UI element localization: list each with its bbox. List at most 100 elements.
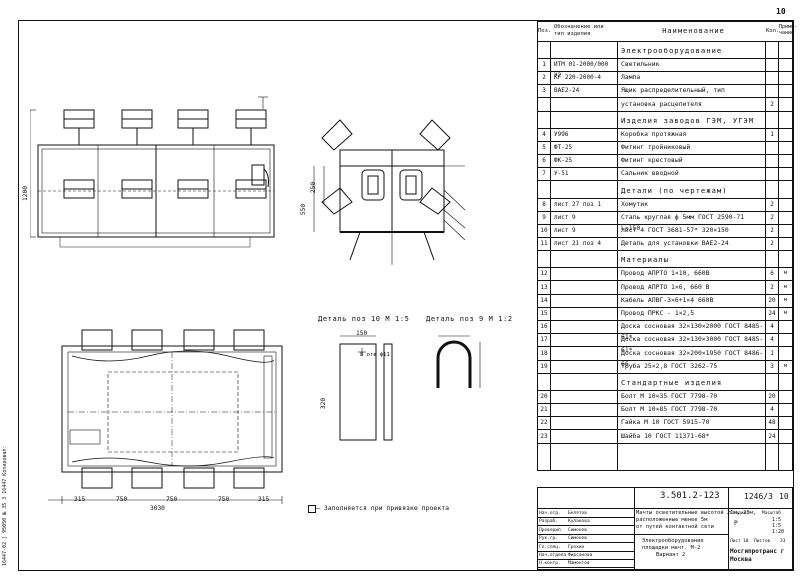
- stage-value: Р: [734, 520, 738, 527]
- fill-on-binding-marker: [308, 505, 316, 513]
- signer-role: Нач.отд.: [539, 511, 561, 516]
- side-note: 16447-02 | 95050 № 35 3 16447 Копировал:: [2, 445, 8, 566]
- dim-750-a: 750: [116, 496, 128, 503]
- row-pos: 7: [542, 170, 546, 178]
- row-pos: 1: [542, 61, 546, 68]
- dim-315-right: 315: [258, 496, 270, 503]
- signature-row: Разраб.Кулакова: [538, 517, 634, 527]
- row-qty: 2: [770, 200, 774, 208]
- row-designation: лист 9: [554, 227, 576, 234]
- dim-750-c: 750: [218, 496, 230, 503]
- table-row: 11 лист 21 поз 4 Деталь для установки ВАЕ2…: [538, 238, 792, 252]
- subtitle-2: площадки мачт. М-2: [642, 545, 701, 551]
- row-qty: 2: [770, 100, 774, 108]
- signature-row: Нач.отд. Белятов: [538, 509, 634, 518]
- row-name: Провод АПРТО 1×10, 660В: [621, 269, 710, 278]
- scale-1: 1:5: [772, 517, 782, 523]
- table-section-header: Материалы: [538, 251, 792, 269]
- signer-name: Мамонтов: [568, 561, 590, 567]
- row-designation: лист 27 поз 1: [554, 200, 601, 208]
- scale-3: 1:20: [772, 529, 785, 535]
- row-name: Провод ПРКС - 1×2,5: [621, 309, 695, 317]
- row-designation: У996: [554, 130, 569, 138]
- dim-550: 550: [300, 203, 308, 216]
- scale-label: Масштаб: [762, 511, 781, 516]
- row-name: лист 4 ГОСТ 3681-57* 320×150: [621, 226, 729, 234]
- section-title: Детали (по чертежам): [621, 185, 728, 195]
- sheet-frame: [18, 20, 794, 571]
- signer-role: Рук.гр.: [539, 536, 558, 542]
- row-pos: 9: [542, 213, 546, 221]
- dim-250: 250: [310, 181, 318, 194]
- doc-code: 3.501.2-123: [660, 491, 720, 501]
- page-indicator: 10: [779, 492, 789, 501]
- table-header: Поз. Обозначение или тип изделия Наимено…: [538, 22, 797, 42]
- table-row: 9 лист 9 Сталь круглая ф 5мм ГОСТ 2590-71 …: [538, 212, 792, 232]
- row-name: Болт М 10×85 ГОСТ 7798-70: [621, 405, 718, 414]
- row-name: Деталь для установки ВАЕ2-24: [621, 239, 729, 248]
- sheets-label: Листов: [754, 539, 771, 544]
- section-title: Стандартные изделия: [621, 378, 723, 387]
- row-qty: 1: [770, 349, 774, 357]
- row-name: Сальник вводной: [621, 169, 679, 178]
- section-title: Материалы: [621, 255, 669, 265]
- row-name: Светильник: [621, 60, 660, 68]
- row-designation: ФТ-25: [554, 144, 573, 151]
- signer-name: Белятов: [568, 511, 587, 516]
- table-section-header: Электрооборудование: [538, 42, 792, 59]
- title-line-3: от путей контактной сети: [636, 524, 714, 530]
- row-name: Фитинг крестовый: [621, 156, 683, 165]
- header-pos: Поз.: [538, 28, 552, 34]
- page-number: 10: [776, 7, 786, 16]
- row-name: Доска сосновая 32×130×3000 ГОСТ 8485-61*: [621, 335, 764, 355]
- signer-role: Гл.спец.: [539, 544, 561, 550]
- signer-name: Симонов: [568, 527, 587, 533]
- sheet-number: 1246/3: [744, 492, 773, 501]
- row-note: м: [783, 362, 787, 369]
- row-pos: 8: [542, 200, 546, 208]
- row-note: м: [783, 270, 787, 277]
- detail-9-title: Деталь поз 9 М 1:2: [426, 315, 513, 323]
- row-pos: 22: [540, 419, 548, 427]
- row-pos: 10: [540, 227, 548, 234]
- row-pos: 16: [540, 323, 548, 331]
- row-designation: лист 9: [554, 213, 576, 221]
- row-designation: лист 21 поз 4: [554, 240, 601, 248]
- row-qty: 2: [770, 227, 774, 234]
- sheet-value: 10: [743, 539, 749, 544]
- table-row: 10 лист 9 лист 4 ГОСТ 3681-57* 320×150 2: [538, 225, 792, 238]
- plan-drawing: [30, 96, 275, 248]
- row-name: Гайка М 10 ГОСТ 5915-70: [621, 418, 710, 427]
- row-qty: 3: [770, 362, 774, 370]
- row-qty: 2: [770, 240, 774, 248]
- row-qty: 20: [768, 393, 776, 400]
- row-name: Болт М 10×35 ГОСТ 7798-70: [621, 392, 718, 400]
- row-qty: 1: [770, 130, 774, 138]
- row-pos: 13: [540, 283, 548, 291]
- row-qty: 4: [770, 406, 774, 414]
- row-pos: 11: [540, 240, 548, 248]
- organization: Мосгипротранс г Москва: [730, 548, 785, 563]
- section-title: Изделия заводов ГЭМ, УГЭМ: [621, 115, 755, 125]
- row-name: Сталь круглая ф 5мм ГОСТ 2590-71 L=150: [621, 212, 745, 232]
- section-title: Электрооборудование: [621, 46, 723, 55]
- row-qty: 2: [770, 283, 774, 291]
- row-name: Шайба 10 ГОСТ 11371-68*: [621, 431, 710, 440]
- signer-name: Грохин: [568, 544, 585, 550]
- table-section-header: Детали (по чертежам): [538, 182, 792, 199]
- dim-750-b: 750: [166, 496, 178, 503]
